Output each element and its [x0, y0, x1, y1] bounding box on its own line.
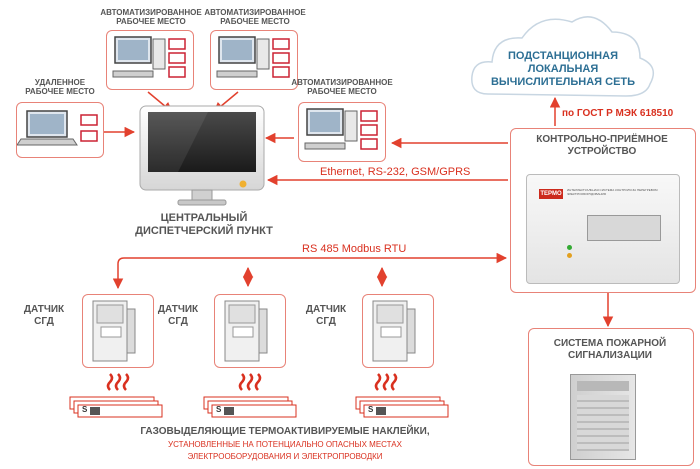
laptop-icon — [17, 110, 98, 146]
stickers-subtitle-2: ЭЛЕКТРООБОРУДОВАНИЯ И ЭЛЕКТРОПРОВОДКИ — [187, 452, 383, 461]
sticker-mark-2: S — [216, 405, 222, 414]
control-unit-device: ТЕРМО ИНТЕЛЛЕКТУАЛЬНАЯ СИСТЕМА КОНТРОЛЯ … — [526, 174, 680, 284]
workstation-remote — [16, 102, 104, 158]
central-station-label: ЦЕНТРАЛЬНЫЙ ДИСПЕТЧЕРСКИЙ ПУНКТ — [135, 212, 273, 237]
device-display — [587, 215, 661, 241]
central-monitor — [138, 104, 266, 210]
arm-1-label: АВТОМАТИЗИРОВАННОЕ РАБОЧЕЕ МЕСТО — [100, 8, 202, 27]
computer-icon — [304, 108, 378, 150]
control-unit-label: КОНТРОЛЬНО-ПРИЁМНОЕ УСТРОЙСТВО — [536, 134, 668, 157]
din-relay-icon — [92, 300, 136, 362]
workstation-arm-1 — [106, 30, 194, 90]
sensor-2 — [214, 294, 286, 368]
workstation-arm-3 — [298, 102, 386, 162]
arm-3-label: АВТОМАТИЗИРОВАННОЕ РАБОЧЕЕ МЕСТО — [291, 78, 393, 97]
workstation-arm-2 — [210, 30, 298, 90]
rs485-bus — [112, 252, 508, 290]
fire-panel-icon — [570, 374, 636, 460]
led-amber — [567, 253, 572, 258]
arm-2-label: АВТОМАТИЗИРОВАННОЕ РАБОЧЕЕ МЕСТО — [204, 8, 306, 27]
computer-icon — [112, 36, 186, 78]
ethernet-label: Ethernet, RS-232, GSM/GPRS — [320, 166, 471, 178]
sensor-3 — [362, 294, 434, 368]
stickers-title: ГАЗОВЫДЕЛЯЮЩИЕ ТЕРМОАКТИВИРУЕМЫЕ НАКЛЕЙК… — [140, 426, 430, 437]
computer-icon — [216, 36, 290, 78]
din-relay-icon — [372, 300, 416, 362]
din-relay-icon — [224, 300, 268, 362]
stickers-subtitle-1: УСТАНОВЛЕННЫЕ НА ПОТЕНЦИАЛЬНО ОПАСНЫХ МЕ… — [168, 440, 402, 449]
sticker-mark-3: S — [368, 405, 374, 414]
rs485-label: RS 485 Modbus RTU — [302, 243, 407, 255]
brand-badge: ТЕРМО — [539, 189, 563, 199]
fire-panel-display — [577, 381, 629, 391]
gost-label: по ГОСТ Р МЭК 618510 — [562, 108, 674, 119]
panel-text: ИНТЕЛЛЕКТУАЛЬНАЯ СИСТЕМА КОНТРОЛЯ ЗА ПЕР… — [567, 188, 658, 196]
sensor-3-label: ДАТЧИК СГД — [305, 304, 347, 327]
sensor-1 — [82, 294, 154, 368]
cloud-label: ПОДСТАНЦИОННАЯ ЛОКАЛЬНАЯ ВЫЧИСЛИТЕЛЬНАЯ … — [490, 50, 636, 89]
led-green — [567, 245, 572, 250]
remote-label: УДАЛЕННОЕ РАБОЧЕЕ МЕСТО — [25, 78, 95, 97]
fire-system-label: СИСТЕМА ПОЖАРНОЙ СИГНАЛИЗАЦИИ — [553, 338, 667, 361]
monitor-icon — [139, 105, 265, 206]
fire-panel-modules — [577, 395, 629, 451]
sensor-2-label: ДАТЧИК СГД — [157, 304, 199, 327]
sensor-1-label: ДАТЧИК СГД — [23, 304, 65, 327]
sticker-mark-1: S — [82, 405, 88, 414]
